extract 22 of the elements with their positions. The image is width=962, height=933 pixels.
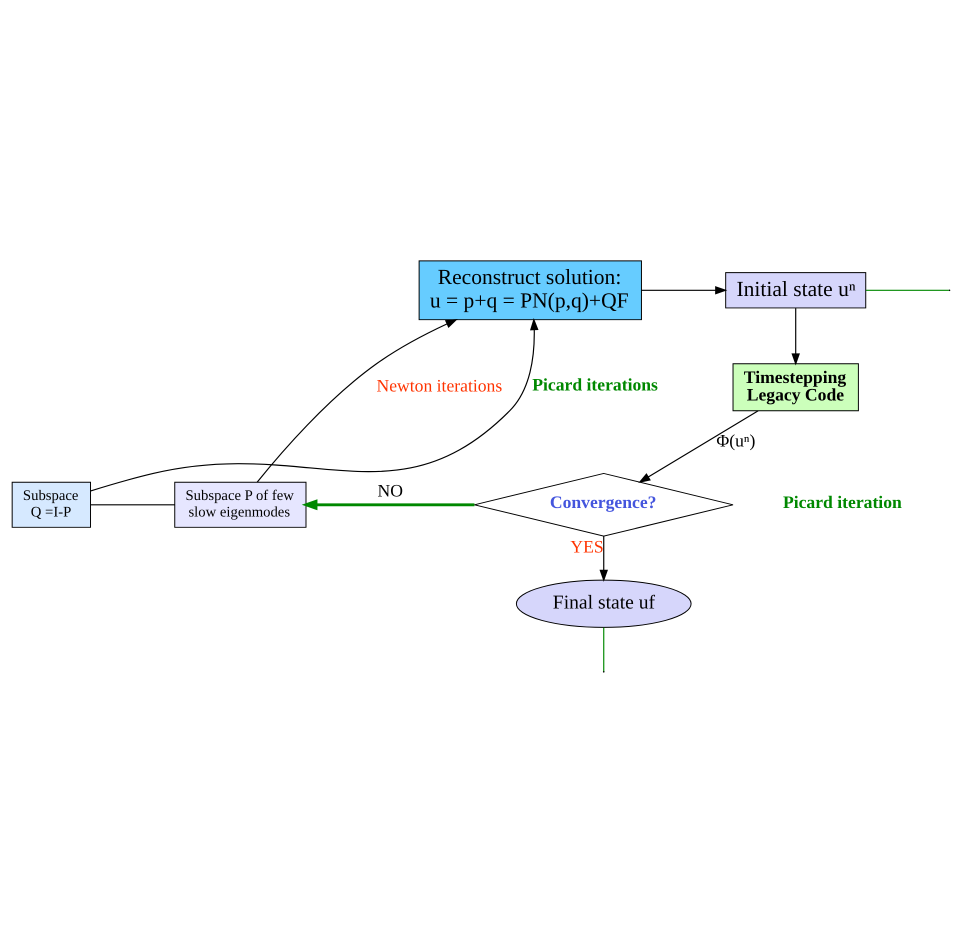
node-box: Initial state uⁿ bbox=[725, 272, 866, 308]
arrow bbox=[641, 286, 728, 295]
edge-label: Newton iterations bbox=[376, 376, 502, 396]
node-box: Subspace P of few slow eigenmodes bbox=[174, 482, 306, 528]
node-box: Timestepping Legacy Code bbox=[732, 363, 859, 412]
arrow bbox=[90, 318, 539, 492]
arrow bbox=[256, 319, 458, 483]
arrow bbox=[302, 499, 474, 510]
edge-label: Φ(uⁿ) bbox=[716, 430, 756, 450]
node-box: Subspace Q =I-P bbox=[12, 482, 91, 528]
connector bbox=[603, 628, 604, 672]
node-box: Reconstruct solution: u = p+q = PN(p,q)+QF bbox=[418, 260, 642, 320]
node-ellipse: Final state uf bbox=[516, 580, 692, 628]
connector bbox=[866, 290, 949, 291]
edge-label: Picard iterations bbox=[532, 374, 658, 395]
arrow bbox=[791, 308, 800, 366]
label: Picard iteration bbox=[782, 492, 902, 512]
edge-label: NO bbox=[377, 480, 403, 500]
edge-label: YES bbox=[570, 536, 604, 556]
arrow bbox=[638, 410, 759, 484]
arrow bbox=[599, 536, 608, 582]
connector bbox=[90, 504, 175, 506]
